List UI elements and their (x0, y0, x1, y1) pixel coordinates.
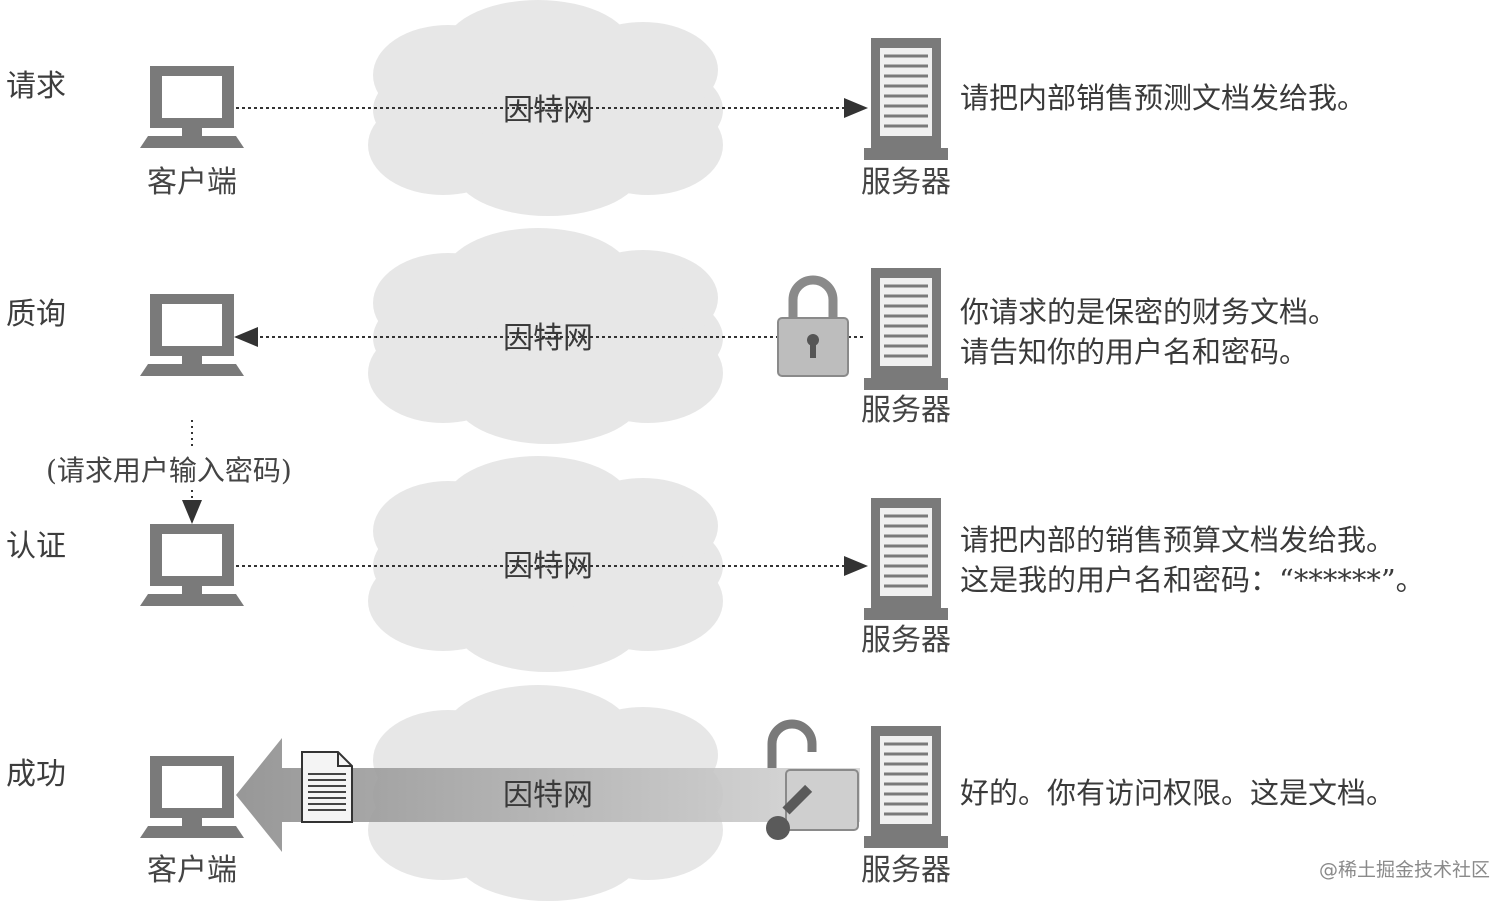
document-delivery-arrow (236, 738, 860, 852)
client-computer-icon (140, 756, 244, 838)
server-icon (862, 266, 950, 392)
server-label: 服务器 (861, 623, 951, 658)
client-computer-icon (140, 524, 244, 606)
server-label: 服务器 (861, 165, 951, 200)
stage-challenge: 质询 因特网 服务器 你请求的是保密的财务文档。 请告知你的用户名和密码。 (6, 228, 1337, 444)
stage-label-success: 成功 (6, 757, 66, 792)
server-icon (862, 36, 950, 162)
stage-success: 成功 客户端 因特网 服务器 好的。你有访问权限。 (6, 685, 1395, 901)
message-line-2: 这是我的用户名和密码：“******”。 (960, 563, 1425, 597)
server-label: 服务器 (861, 853, 951, 888)
message-line-2: 请告知你的用户名和密码。 (960, 335, 1308, 369)
cloud-label: 因特网 (503, 93, 593, 128)
client-computer-icon (140, 66, 244, 148)
client-computer-icon (140, 294, 244, 376)
server-label: 服务器 (861, 393, 951, 428)
stage-authenticate: 认证 因特网 服务器 请把内部的销售预算文档发给我。 这是我的用户名和密码：“*… (6, 456, 1425, 672)
message-line-1: 你请求的是保密的财务文档。 (960, 295, 1337, 329)
cloud-label: 因特网 (503, 778, 593, 813)
message-line-1: 请把内部销售预测文档发给我。 (960, 81, 1366, 115)
message-line-1: 好的。你有访问权限。这是文档。 (960, 776, 1395, 810)
client-label: 客户端 (147, 853, 237, 888)
server-icon (862, 496, 950, 622)
lock-open-icon (766, 719, 859, 840)
stage-label-request: 请求 (6, 69, 66, 104)
cloud-label: 因特网 (503, 321, 593, 356)
client-label: 客户端 (147, 165, 237, 200)
server-icon (862, 724, 950, 850)
message-line-1: 请把内部的销售预算文档发给我。 (960, 523, 1395, 557)
prompt-note: (请求用户输入密码) (46, 454, 292, 487)
document-icon (301, 751, 353, 823)
lock-closed-icon (777, 275, 849, 377)
stage-request: 请求 客户端 因特网 服务器 请把内部销售预测文档发给我。 (6, 0, 1366, 216)
prompt-connector: (请求用户输入密码) (46, 420, 292, 524)
watermark: @稀土掘金技术社区 (1319, 859, 1490, 881)
stage-label-challenge: 质询 (6, 297, 66, 332)
stage-label-authenticate: 认证 (6, 529, 66, 564)
